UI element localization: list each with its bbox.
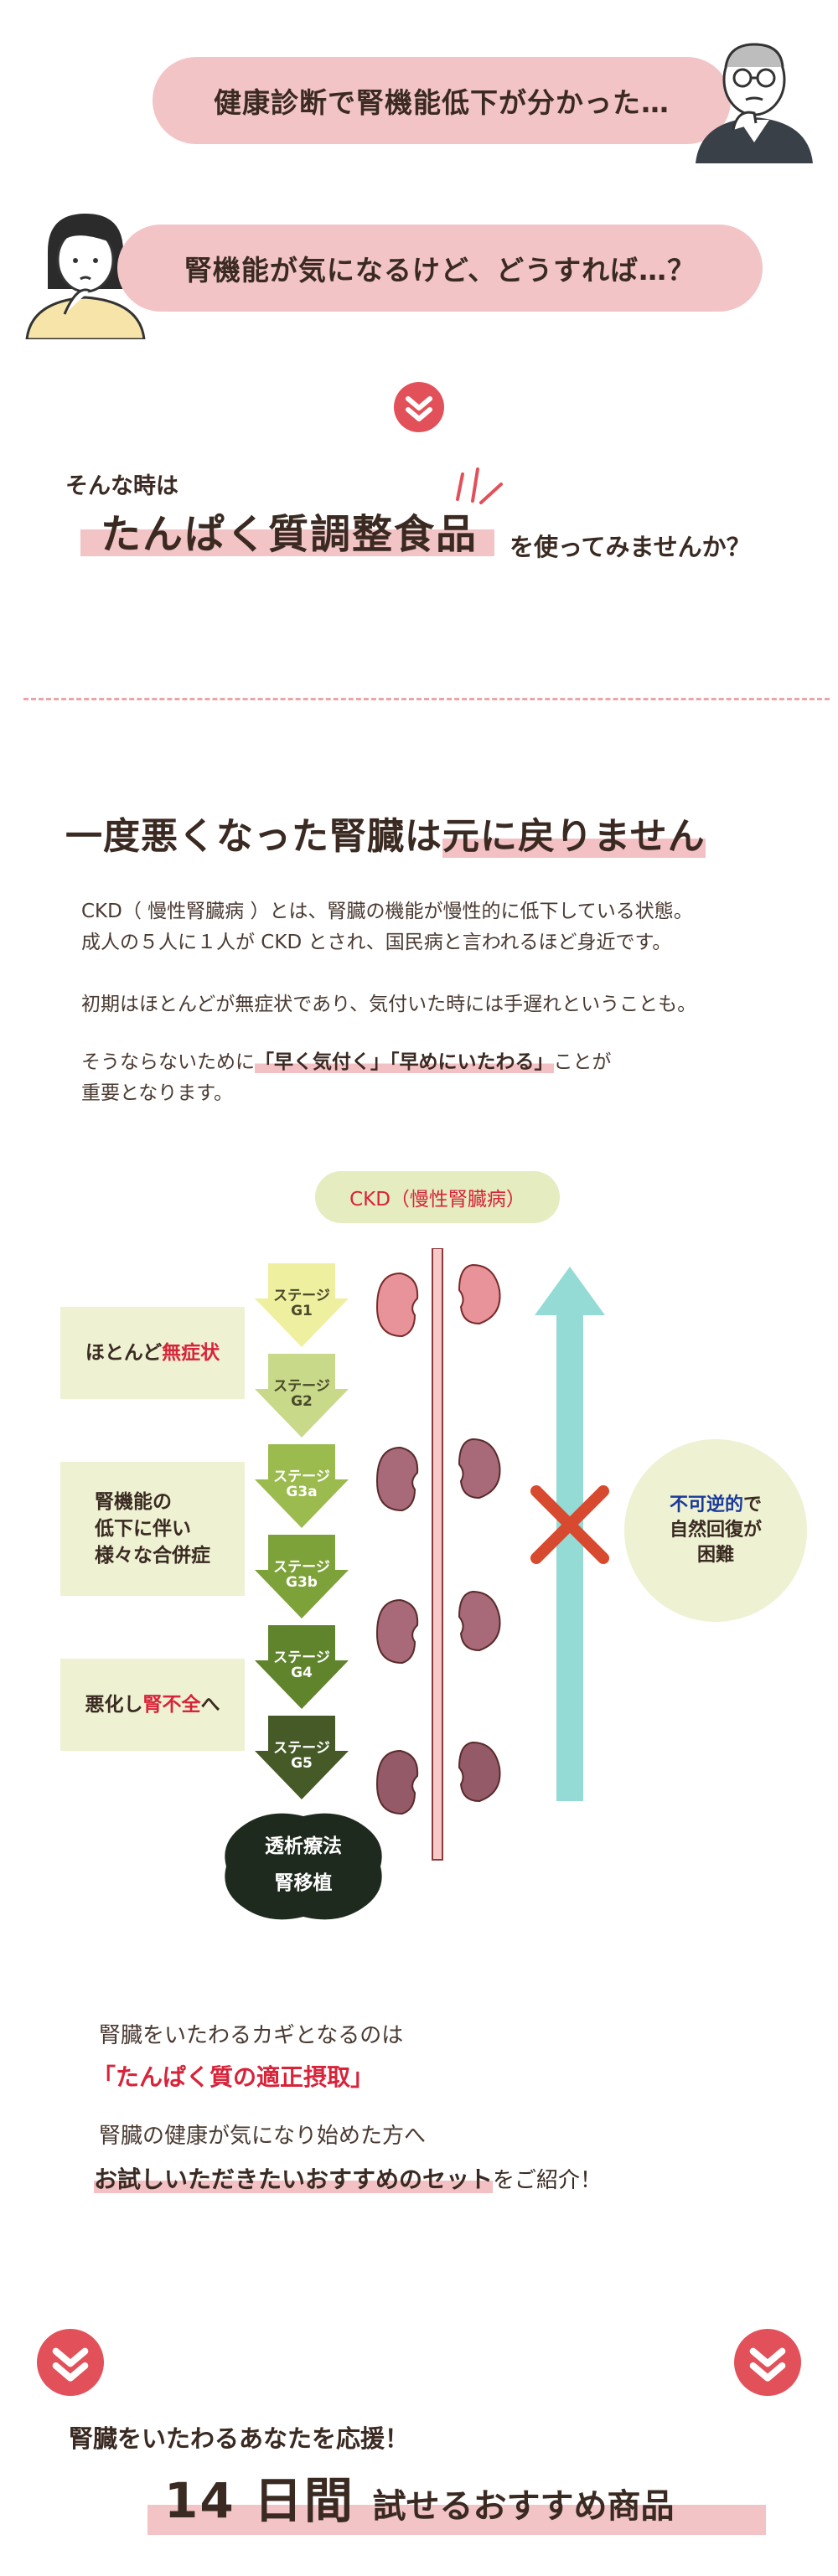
p3-keyword-2: 「早めにいたわる」 [390, 1051, 554, 1073]
ckd-paragraph-3: そうならないために「早く気付く」「早めにいたわる」ことが 重要となります。 [81, 1047, 802, 1109]
diagram-title-pill: CKD（慢性腎臓病） [315, 1171, 560, 1223]
footer-pre: 腎臓をいたわるあなたを応援！ [69, 2424, 410, 2453]
title-part-b: 元に戻りません [442, 815, 706, 858]
p1-line1: CKD（ 慢性腎臓病 ）とは、腎臓の機能が慢性的に低下している状態。 [81, 901, 693, 922]
ckd-paragraph-1: CKD（ 慢性腎臓病 ）とは、腎臓の機能が慢性的に低下している状態。 成人の５人… [81, 896, 802, 958]
double-chevron-down-icon [394, 382, 444, 432]
kidney-damaged-3 [375, 1741, 501, 1815]
ckd-section-title: 一度悪くなった腎臓は元に戻りません [65, 806, 706, 860]
bubble-text: 腎機能が気になるけど、どうすれば…？ [184, 254, 696, 287]
footer-headline: 14 日間 試せるおすすめ商品 [164, 2472, 675, 2529]
stage-arrow-g1 [255, 1263, 349, 1347]
intro-main-bg [80, 529, 494, 556]
kidney-progression [375, 1248, 501, 1861]
key-line-4: お試しいただきたいおすすめのセットをご紹介！ [94, 2166, 603, 2193]
p3-post: ことが [553, 1051, 612, 1073]
bubble-text: 健康診断で腎機能低下が分かった… [214, 86, 670, 119]
intro-main: たんぱく質調整食品 [101, 511, 478, 558]
side-box-complications: 腎機能の 低下に伴い 様々な合併症 [60, 1462, 245, 1596]
key-line-3: 腎臓の健康が気になり始めた方へ [99, 2124, 427, 2149]
p1-line2: 成人の５人に１人が CKD とされ、国民病と言われるほど身近です。 [81, 932, 672, 953]
double-chevron-down-icon-right [734, 2329, 801, 2396]
kidney-healthy [375, 1263, 501, 1338]
irreversible-circle: 不可逆的で 自然回復が 困難 [624, 1439, 807, 1622]
p3-pre: そうならないために [81, 1051, 255, 1073]
recovery-arrow [535, 1267, 605, 1801]
emphasis-lines-icon [456, 467, 503, 504]
section-divider [23, 698, 830, 700]
stage-arrows [255, 1263, 349, 1799]
cross-icon [530, 1485, 609, 1564]
key-line-2: 「たんぱく質の適正摂取」 [92, 2063, 375, 2091]
p3-keyword-1: 「早く気付く」 [255, 1051, 390, 1073]
side-box-asymptomatic: ほとんど無症状 [60, 1307, 245, 1399]
kidney-damaged-2 [375, 1590, 501, 1665]
man-illustration [696, 43, 813, 163]
dialysis-badge-shape [225, 1813, 382, 1920]
stage-column [251, 1263, 352, 1808]
kidney-damaged-1 [375, 1438, 501, 1512]
speech-bubble-man: 健康診断で腎機能低下が分かった… [153, 57, 731, 144]
title-part-a: 一度悪くなった腎臓は [65, 815, 442, 858]
woman-illustration [25, 214, 146, 339]
diagram-title: CKD（慢性腎臓病） [349, 1189, 525, 1211]
key-line-1: 腎臓をいたわるカギとなるのは [99, 2023, 404, 2048]
ckd-paragraph-2: 初期はほとんどが無症状であり、気付いた時には手遅れということも。 [81, 994, 697, 1015]
footer-highlight-bg [147, 2505, 766, 2535]
stage-arrow-g5 [255, 1716, 349, 1799]
side-box-renal-failure: 悪化し腎不全へ [60, 1659, 245, 1751]
p3-line2: 重要となります。 [81, 1082, 234, 1104]
double-chevron-down-icon-left [37, 2329, 104, 2396]
stage-arrow-g4 [255, 1625, 349, 1709]
intro-pre: そんな時は [65, 473, 178, 499]
stage-arrow-g3a [255, 1444, 349, 1528]
speech-bubble-woman: 腎機能が気になるけど、どうすれば…？ [117, 225, 763, 312]
stage-arrow-g3b [255, 1535, 349, 1618]
stage-arrow-g2 [255, 1354, 349, 1438]
dialysis-text: 透析療法 腎移植 [265, 1835, 342, 1894]
intro-post: を使ってみませんか？ [510, 533, 751, 561]
